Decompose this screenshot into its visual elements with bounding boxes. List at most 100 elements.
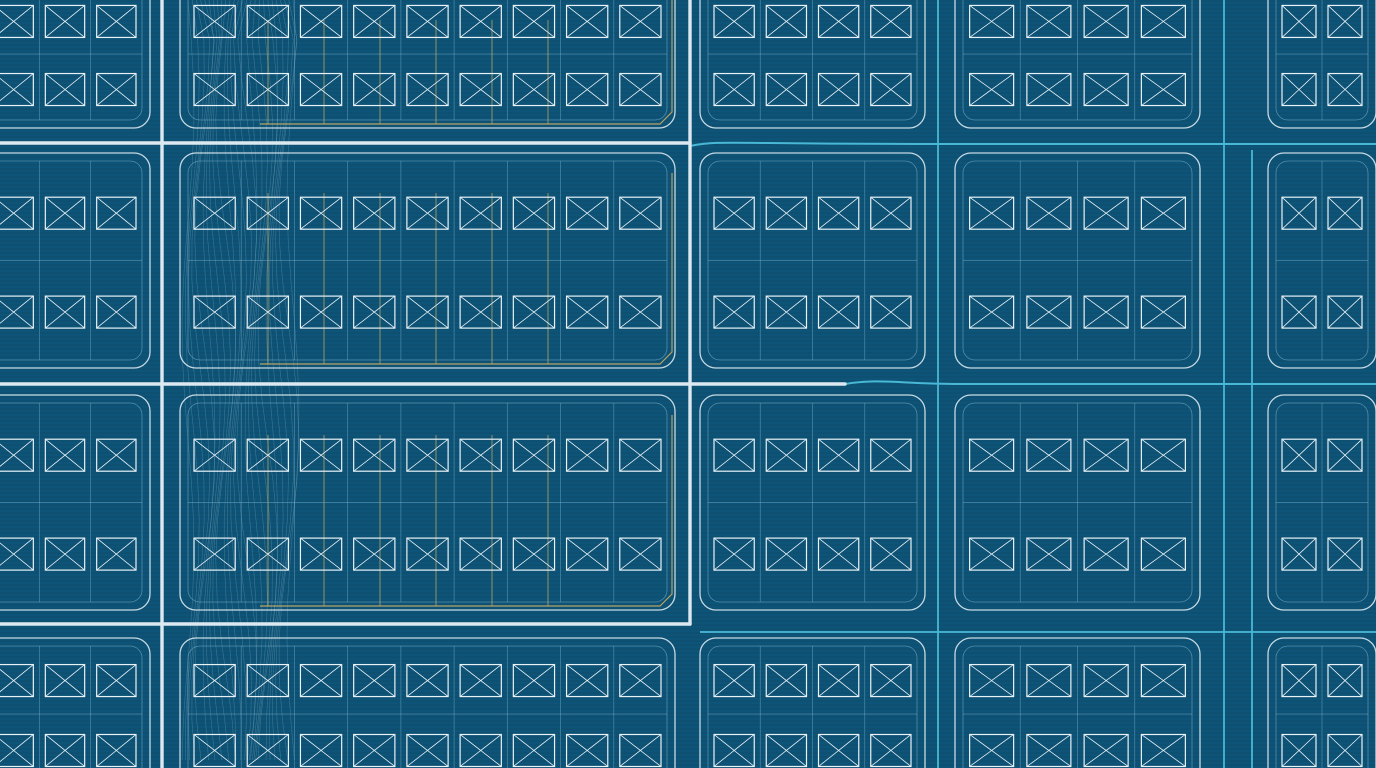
building-outline bbox=[969, 196, 1015, 230]
building-outline bbox=[246, 196, 290, 230]
building-outline bbox=[713, 733, 755, 768]
roof-lines bbox=[870, 734, 912, 767]
building-outline bbox=[1026, 663, 1072, 698]
building-footprint bbox=[969, 72, 1015, 107]
building-footprint bbox=[870, 196, 912, 230]
roof-lines bbox=[246, 295, 289, 329]
contour-line bbox=[278, 0, 300, 761]
building-outline bbox=[44, 295, 86, 329]
contour-line bbox=[251, 0, 268, 761]
building-outline bbox=[565, 537, 609, 571]
building-outline bbox=[1281, 4, 1317, 39]
roof-lines bbox=[96, 664, 137, 697]
building-outline bbox=[512, 663, 556, 698]
building-footprint bbox=[96, 438, 137, 472]
block-outline bbox=[954, 394, 1201, 611]
roof-lines bbox=[713, 295, 755, 329]
contour-line bbox=[236, 0, 257, 761]
building-outline bbox=[870, 196, 912, 230]
building-outline bbox=[765, 733, 808, 768]
contour-line bbox=[265, 0, 279, 761]
roof-lines bbox=[818, 734, 859, 767]
contour-line bbox=[247, 0, 263, 761]
block-outline bbox=[1267, 394, 1376, 611]
building-footprint bbox=[817, 72, 860, 107]
block-outline bbox=[954, 152, 1201, 369]
contour-line bbox=[181, 0, 195, 761]
contour-line bbox=[191, 0, 210, 761]
building-footprint bbox=[96, 196, 137, 230]
roof-lines bbox=[1141, 537, 1186, 571]
building-footprint bbox=[1327, 438, 1363, 472]
roof-lines bbox=[406, 5, 449, 38]
building-footprint bbox=[870, 295, 912, 329]
roof-lines bbox=[0, 664, 34, 697]
building-outline bbox=[246, 537, 290, 571]
building-outline bbox=[969, 537, 1015, 571]
building-outline bbox=[353, 537, 396, 571]
roof-lines bbox=[1026, 295, 1072, 329]
roof-lines bbox=[300, 5, 342, 38]
roof-lines bbox=[45, 734, 85, 767]
main-roads bbox=[0, 0, 847, 768]
roof-lines bbox=[459, 73, 502, 106]
building-outline bbox=[870, 438, 912, 472]
roof-lines bbox=[406, 734, 449, 767]
building-outline bbox=[619, 663, 662, 698]
building-outline bbox=[817, 438, 860, 472]
building-outline bbox=[1327, 733, 1363, 768]
building-outline bbox=[406, 438, 449, 472]
building-outline bbox=[817, 663, 860, 698]
roof-lines bbox=[818, 5, 859, 38]
utility-lines bbox=[260, 0, 673, 607]
block-outline bbox=[699, 0, 926, 129]
roof-lines bbox=[0, 73, 34, 106]
building-footprint bbox=[1026, 4, 1072, 39]
roof-lines bbox=[406, 438, 449, 472]
roof-lines bbox=[1141, 664, 1186, 697]
building-outline bbox=[512, 295, 556, 329]
building-outline bbox=[817, 537, 860, 571]
building-footprint bbox=[1281, 4, 1317, 39]
building-outline bbox=[96, 295, 137, 329]
building-footprint bbox=[1140, 733, 1186, 768]
building-footprint bbox=[193, 4, 236, 39]
roof-lines bbox=[870, 664, 912, 697]
building-footprint bbox=[193, 196, 236, 230]
roof-lines bbox=[300, 537, 342, 571]
building-outline bbox=[870, 663, 912, 698]
contour-line bbox=[275, 0, 294, 761]
building-footprint bbox=[353, 663, 396, 698]
roof-lines bbox=[969, 73, 1014, 106]
block-outline bbox=[179, 637, 676, 768]
contour-line bbox=[272, 0, 289, 761]
roof-lines bbox=[300, 734, 342, 767]
building-outline bbox=[619, 4, 662, 39]
building-footprint bbox=[565, 4, 609, 39]
service-line bbox=[844, 380, 1376, 385]
building-outline bbox=[1083, 295, 1129, 329]
roof-lines bbox=[870, 295, 912, 329]
building-footprint bbox=[565, 537, 609, 571]
roof-lines bbox=[766, 734, 807, 767]
building-outline bbox=[512, 537, 556, 571]
roof-lines bbox=[969, 537, 1014, 571]
building-outline bbox=[1327, 537, 1363, 571]
building-footprint bbox=[765, 196, 808, 230]
building-outline bbox=[96, 537, 137, 571]
building-footprint bbox=[969, 663, 1015, 698]
building-footprint bbox=[406, 72, 449, 107]
building-outline bbox=[299, 663, 343, 698]
building-outline bbox=[1140, 663, 1186, 698]
building-footprint bbox=[1083, 72, 1129, 107]
building-footprint bbox=[1281, 663, 1317, 698]
contour-line bbox=[254, 0, 273, 761]
building-outline bbox=[353, 295, 396, 329]
roof-lines bbox=[246, 537, 289, 571]
building-footprint bbox=[817, 663, 860, 698]
roof-lines bbox=[766, 73, 807, 106]
building-outline bbox=[246, 663, 290, 698]
building-footprint bbox=[96, 733, 137, 768]
building-footprint bbox=[512, 537, 556, 571]
